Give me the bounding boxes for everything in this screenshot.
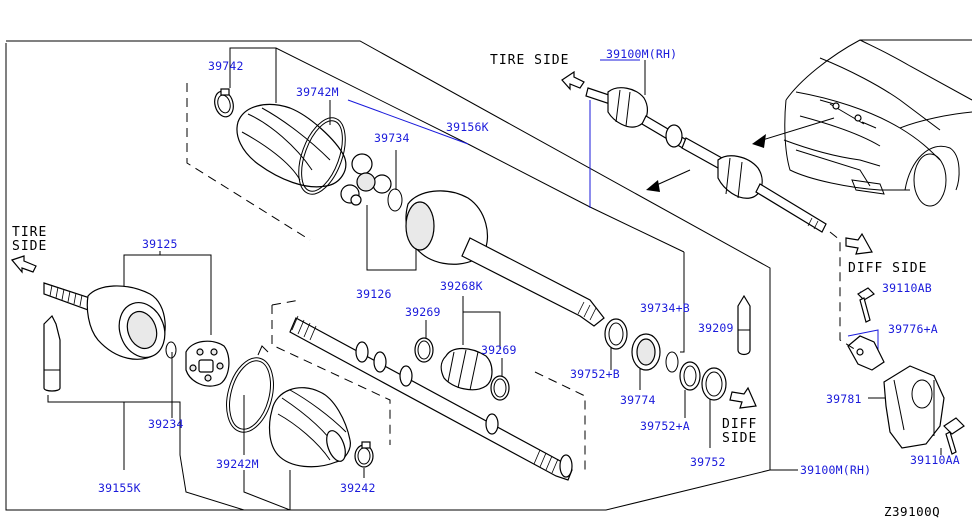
upper-band-39742 bbox=[214, 88, 234, 118]
inner-joint-dashed-box bbox=[271, 299, 391, 445]
tire-side-label-top: TIRE SIDE bbox=[490, 53, 569, 68]
full-axle-39100M bbox=[585, 87, 827, 233]
upper-band-39742M bbox=[298, 117, 346, 195]
part-label-39752A: 39752+A bbox=[640, 419, 690, 433]
part-label-39126: 39126 bbox=[356, 287, 392, 301]
seal-39752A bbox=[679, 361, 701, 391]
bolt-39110AA bbox=[943, 417, 965, 455]
outer-joint-dashed-box bbox=[186, 83, 311, 241]
frame bbox=[5, 40, 771, 511]
part-label-39209: 39209 bbox=[698, 321, 734, 335]
vehicle-illustration bbox=[783, 39, 972, 207]
part-label-39268K: 39268K bbox=[440, 279, 483, 293]
part-label-39742: 39742 bbox=[208, 59, 244, 73]
part-label-39269-a: 39269 bbox=[405, 305, 441, 319]
part-label-39110AB: 39110AB bbox=[882, 281, 932, 295]
arrow-tire-side-left-icon bbox=[10, 255, 37, 274]
part-label-39742M: 39742M bbox=[296, 85, 339, 99]
bolt-39110AB bbox=[857, 287, 875, 323]
inner-joint-housing-39156K bbox=[405, 190, 605, 327]
part-label-39776A: 39776+A bbox=[888, 322, 938, 336]
intermediate-shaft bbox=[289, 315, 573, 481]
arrow-diff-side-mid-icon bbox=[729, 386, 757, 409]
seal-39752 bbox=[701, 367, 727, 401]
grease-tube-left bbox=[43, 314, 61, 392]
arrow-tire-side-top-icon bbox=[561, 70, 585, 91]
part-label-39774: 39774 bbox=[620, 393, 656, 407]
part-label-39734B: 39734+B bbox=[640, 301, 690, 315]
dashed-link-right bbox=[829, 231, 857, 351]
boot-39268K bbox=[440, 347, 493, 391]
upper-boot bbox=[236, 103, 347, 188]
seal-39752B bbox=[604, 318, 628, 350]
snap-ring-39734B bbox=[665, 351, 679, 373]
arrow-diff-side-right-icon bbox=[845, 232, 873, 255]
part-label-39242: 39242 bbox=[340, 481, 376, 495]
part-label-39752B: 39752+B bbox=[570, 367, 620, 381]
tire-side-label-left-1: TIRE bbox=[12, 225, 47, 240]
inner-race-cage bbox=[185, 340, 230, 387]
diff-side-dashed-box bbox=[534, 371, 586, 470]
snap-ring-39734 bbox=[387, 188, 403, 212]
diff-side-label-right: DIFF SIDE bbox=[848, 261, 927, 276]
part-label-39110AA: 39110AA bbox=[910, 453, 960, 467]
leader-lines bbox=[47, 47, 942, 511]
support-bracket-39781 bbox=[883, 365, 945, 449]
part-label-39234: 39234 bbox=[148, 417, 184, 431]
boot-band-39242M bbox=[226, 345, 274, 433]
bracket-plate-39776A bbox=[847, 335, 885, 371]
tripod-39126 bbox=[340, 153, 392, 206]
snap-ring-39234 bbox=[165, 341, 177, 359]
part-label-39125: 39125 bbox=[142, 237, 178, 251]
outer-boot bbox=[268, 387, 351, 468]
part-label-39242M: 39242M bbox=[216, 457, 259, 471]
band-39269-a bbox=[414, 337, 434, 363]
part-label-39781: 39781 bbox=[826, 392, 862, 406]
diagram-code: Z39100Q bbox=[884, 504, 940, 519]
band-39269-b bbox=[490, 375, 510, 401]
part-label-39734: 39734 bbox=[374, 131, 410, 145]
outer-cv-joint bbox=[43, 282, 166, 360]
arrow-vehicle-to-axle-icon bbox=[646, 117, 835, 192]
part-label-39155K: 39155K bbox=[98, 481, 141, 495]
bearing-39774 bbox=[631, 333, 661, 371]
part-label-39269-b: 39269 bbox=[481, 343, 517, 357]
band-39242 bbox=[354, 441, 374, 468]
part-label-39156K: 39156K bbox=[446, 120, 489, 134]
diff-side-label-mid-1: DIFF bbox=[722, 417, 757, 432]
tire-side-label-left-2: SIDE bbox=[12, 239, 47, 254]
grease-tube-39209 bbox=[737, 294, 751, 356]
part-label-39100M-bottom: 39100M(RH) bbox=[800, 463, 871, 477]
diff-side-label-mid-2: SIDE bbox=[722, 431, 757, 446]
part-label-39752: 39752 bbox=[690, 455, 726, 469]
part-label-39100M-top: 39100M(RH) bbox=[606, 47, 677, 61]
